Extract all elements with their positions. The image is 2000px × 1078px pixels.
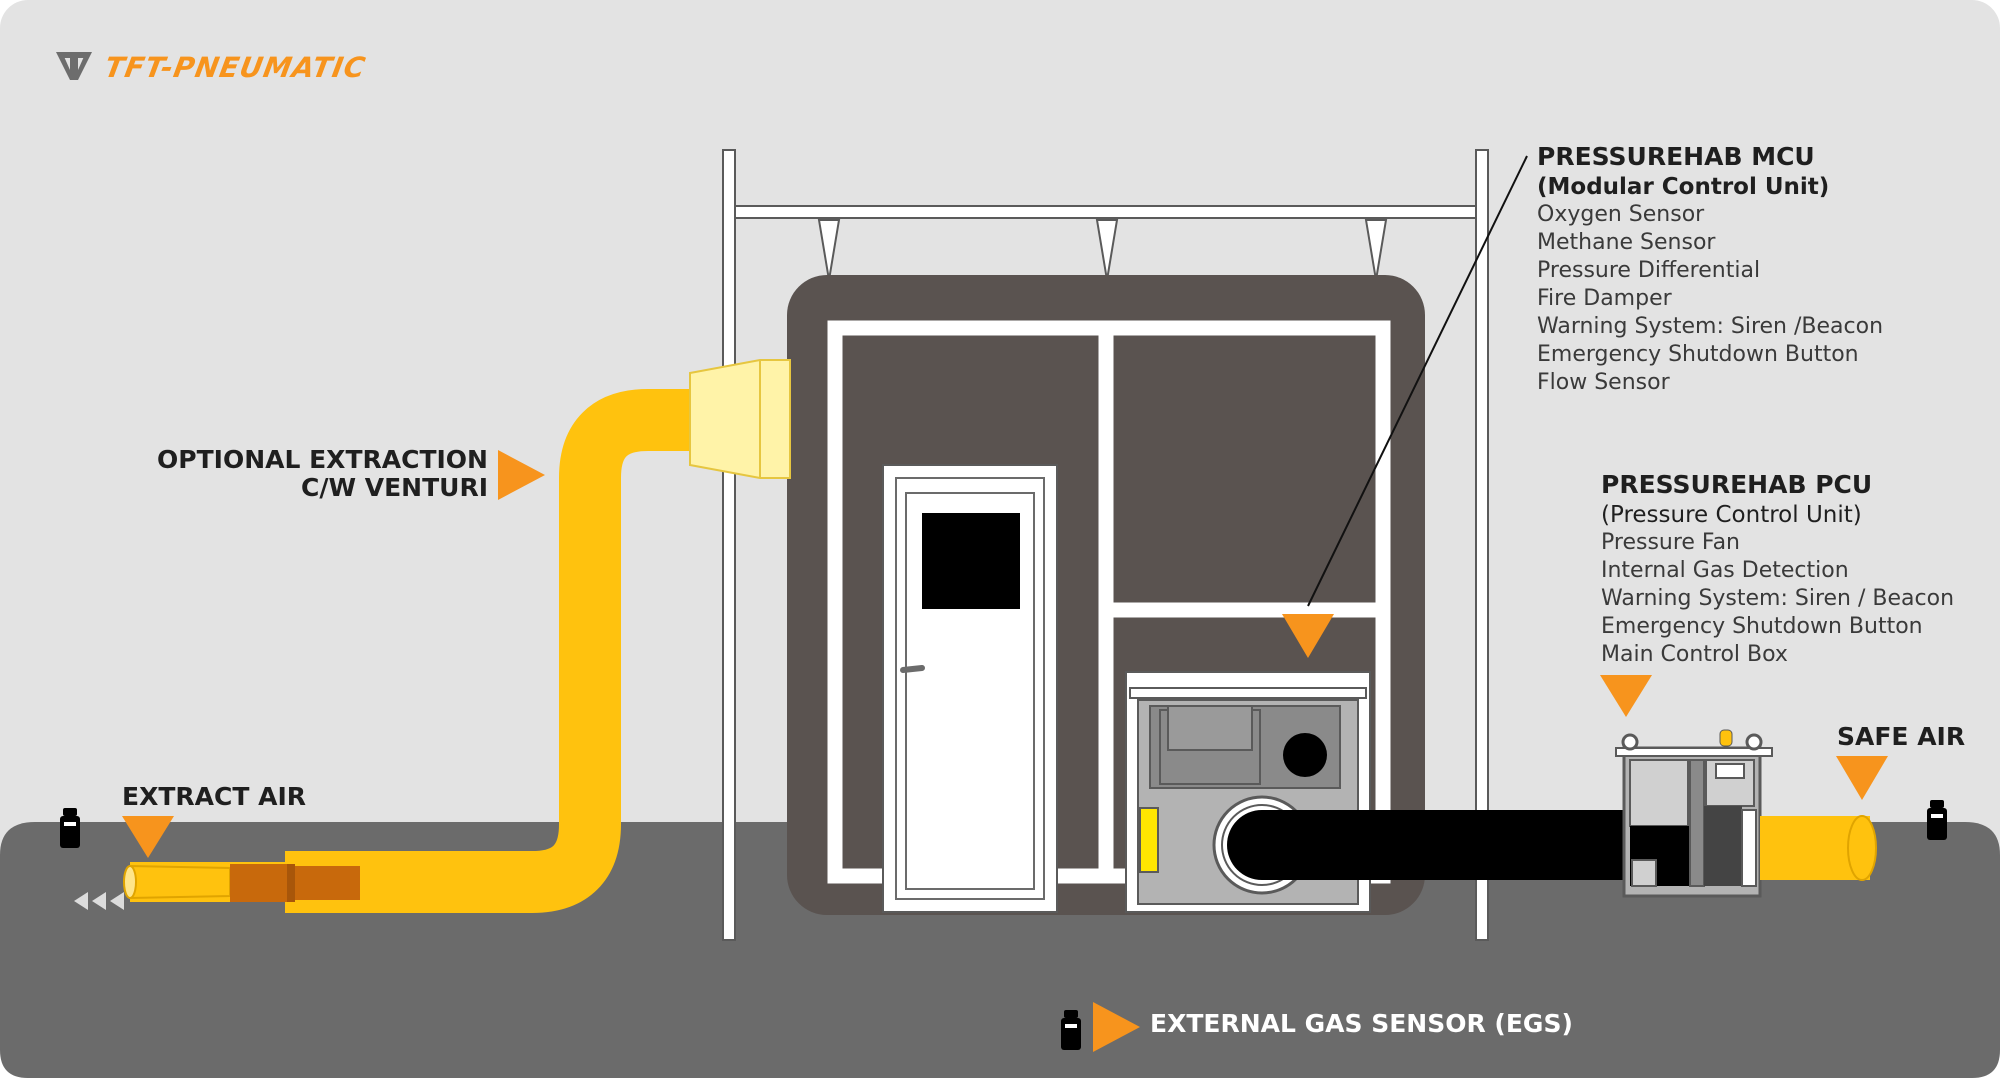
extract-air-pointer-icon bbox=[122, 816, 174, 858]
pcu-item: Main Control Box bbox=[1601, 642, 1788, 667]
mcu-item: Pressure Differential bbox=[1537, 258, 1761, 283]
gas-sensor-icon-legend bbox=[1061, 1010, 1081, 1050]
pcu-item: Pressure Fan bbox=[1601, 530, 1740, 555]
mcu-item: Methane Sensor bbox=[1537, 230, 1716, 255]
mcu-title: PRESSUREHAB MCU bbox=[1537, 142, 1815, 171]
logo-text: TFT-PNEUMATIC bbox=[102, 51, 368, 84]
optional-extraction-line2: C/W VENTURI bbox=[300, 473, 488, 502]
mcu-item: Emergency Shutdown Button bbox=[1537, 342, 1859, 367]
egs-pointer-icon bbox=[1093, 1002, 1140, 1052]
pcu-unit bbox=[1615, 729, 1773, 898]
extract-air-label: EXTRACT AIR bbox=[122, 782, 307, 811]
pcu-item: Internal Gas Detection bbox=[1601, 558, 1849, 583]
optional-extraction-line1: OPTIONAL EXTRACTION bbox=[157, 445, 488, 474]
gas-sensor-icon-right bbox=[1927, 800, 1947, 840]
exhaust-arrows-icon bbox=[74, 892, 124, 910]
mcu-item: Oxygen Sensor bbox=[1537, 202, 1705, 227]
pcu-item: Emergency Shutdown Button bbox=[1601, 614, 1923, 639]
mcu-subtitle: (Modular Control Unit) bbox=[1537, 174, 1830, 200]
habitat-door bbox=[882, 464, 1058, 913]
pcu-feature-list: PRESSUREHAB PCU (Pressure Control Unit) … bbox=[1601, 468, 1954, 669]
pcu-item: Warning System: Siren / Beacon bbox=[1601, 586, 1955, 611]
extraction-duct bbox=[123, 359, 791, 913]
mcu-item: Fire Damper bbox=[1537, 286, 1672, 311]
pcu-pointer-icon bbox=[1600, 675, 1652, 717]
optional-extraction-label: OPTIONAL EXTRACTION C/W VENTURI bbox=[0, 446, 488, 502]
safe-air-label: SAFE AIR bbox=[1837, 722, 1966, 751]
mcu-leader-line bbox=[1307, 155, 1528, 607]
mcu-feature-list: PRESSUREHAB MCU (Modular Control Unit) O… bbox=[1537, 140, 1883, 397]
scaffold-frame bbox=[722, 149, 1489, 941]
gas-sensor-icon-left bbox=[60, 808, 80, 848]
mcu-item: Flow Sensor bbox=[1537, 370, 1670, 395]
pcu-title: PRESSUREHAB PCU bbox=[1601, 470, 1873, 499]
habitat-frame bbox=[827, 320, 1391, 884]
pcu-subtitle: (Pressure Control Unit) bbox=[1601, 502, 1862, 528]
mcu-pointer-icon bbox=[1282, 614, 1334, 658]
optional-extraction-pointer-icon bbox=[498, 450, 545, 500]
external-gas-sensor-label: EXTERNAL GAS SENSOR (EGS) bbox=[1150, 1009, 1573, 1038]
logo-icon bbox=[56, 52, 92, 80]
safe-air-duct bbox=[1760, 815, 1877, 881]
mcu-item: Warning System: Siren /Beacon bbox=[1537, 314, 1884, 339]
safe-air-pointer-icon bbox=[1836, 756, 1888, 800]
